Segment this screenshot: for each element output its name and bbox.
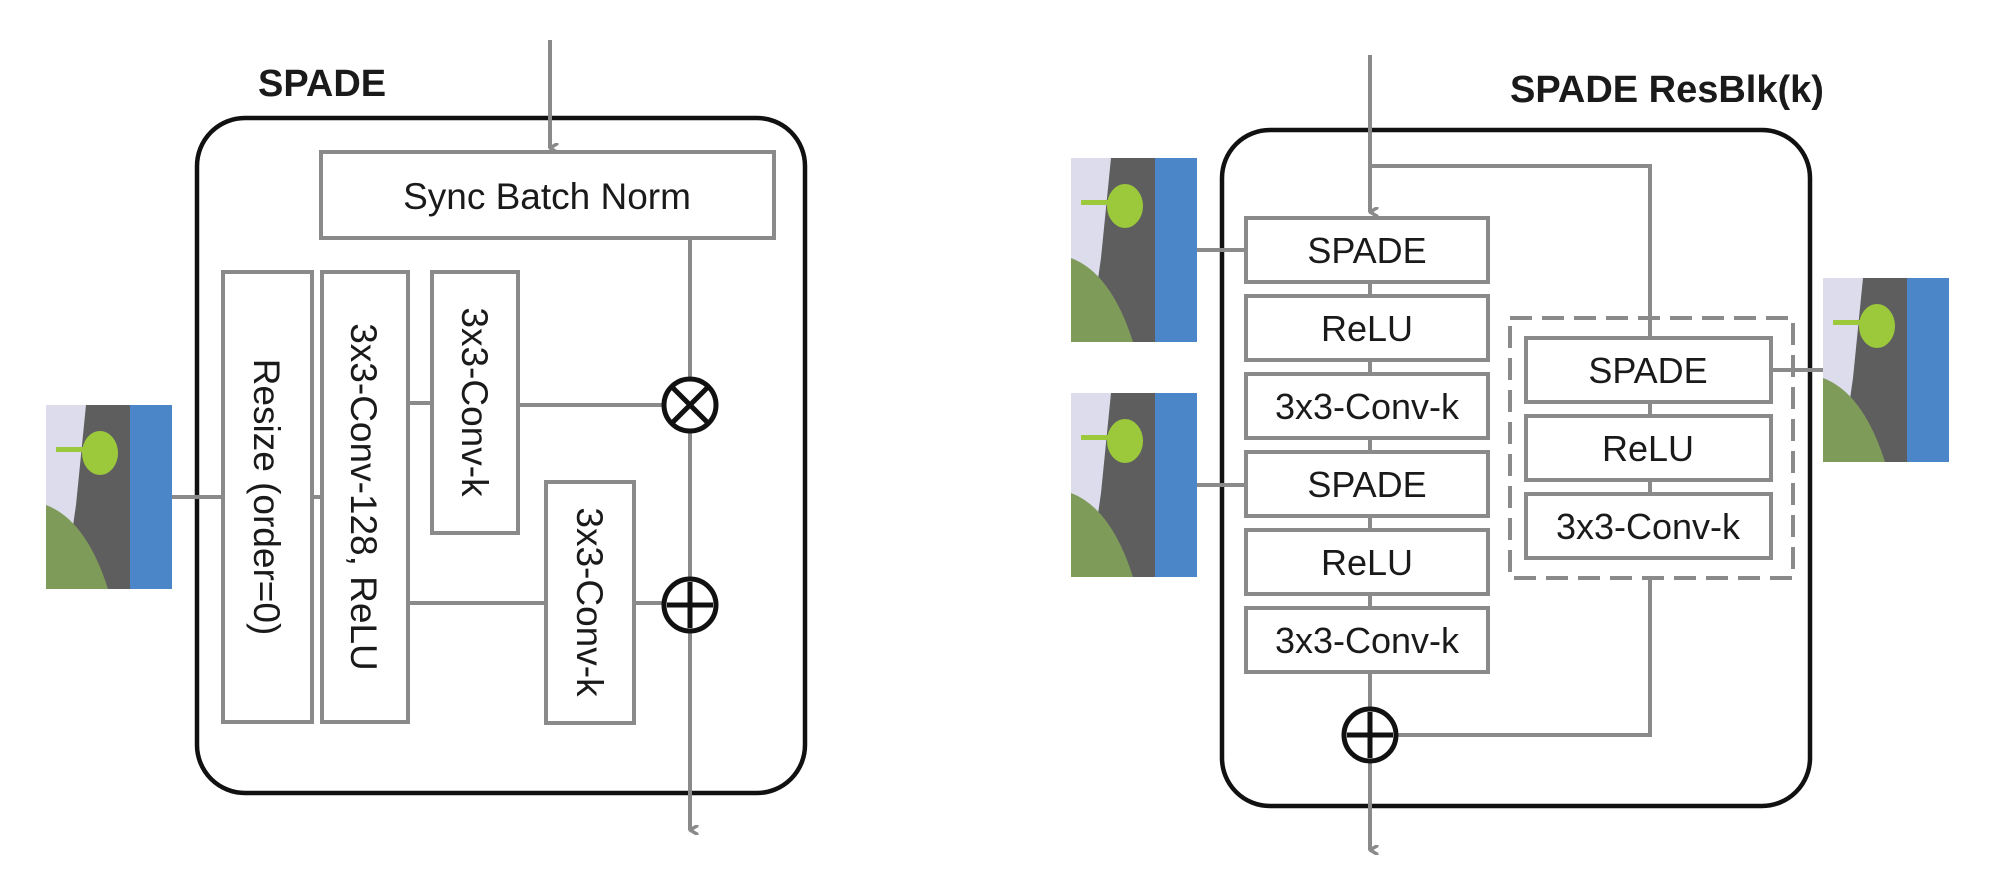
resblk-add-op-icon	[1341, 706, 1399, 764]
resblk-segmap-image	[1823, 278, 1949, 462]
main-relu-2-label: ReLU	[1321, 542, 1413, 583]
main-spade-2-label: SPADE	[1307, 464, 1426, 505]
main-spade-2-box	[1244, 450, 1490, 518]
resblk-frame	[1219, 127, 1813, 809]
main-relu-1-box	[1244, 294, 1490, 362]
main-relu-2-box	[1244, 528, 1490, 596]
resize-box	[221, 270, 314, 724]
spade-title: SPADE	[258, 63, 386, 105]
resblk-title: SPADE ResBlk(k)	[1510, 69, 1824, 111]
shortcut-conv-box	[1524, 492, 1773, 560]
conv128-relu-box	[320, 270, 410, 724]
spade-resblk-module: SPADE ResBlk(k) SPADE ReLU 3x3-Conv-k	[1071, 55, 1949, 850]
conv-beta-label: 3x3-Conv-k	[569, 507, 610, 697]
shortcut-conv-label: 3x3-Conv-k	[1556, 506, 1741, 547]
spade-module: SPADE Sync Batch Norm Resize (order=0) 3…	[46, 40, 808, 830]
shortcut-dashed-box	[1508, 316, 1795, 580]
add-op-icon	[661, 576, 719, 634]
spade-frame	[194, 115, 808, 796]
shortcut-spade-label: SPADE	[1588, 350, 1707, 391]
multiply-op-icon	[661, 376, 719, 434]
main-relu-1-label: ReLU	[1321, 308, 1413, 349]
sync-batch-norm-label: Sync Batch Norm	[403, 176, 691, 217]
conv-gamma-label: 3x3-Conv-k	[454, 307, 495, 497]
resize-label: Resize (order=0)	[246, 359, 287, 636]
main-conv-2-label: 3x3-Conv-k	[1275, 620, 1460, 661]
shortcut-relu-label: ReLU	[1602, 428, 1694, 469]
resblk-segmap-image	[1071, 158, 1197, 342]
spade-segmap-image	[46, 405, 172, 589]
shortcut-spade-box	[1524, 336, 1773, 404]
resblk-segmap-image	[1071, 393, 1197, 577]
main-conv-2-box	[1244, 606, 1490, 674]
main-conv-1-box	[1244, 372, 1490, 440]
main-conv-1-label: 3x3-Conv-k	[1275, 386, 1460, 427]
conv-beta-box	[544, 480, 636, 725]
main-spade-1-box	[1244, 216, 1490, 284]
shortcut-branch-line	[1370, 164, 1652, 342]
conv-gamma-box	[430, 270, 520, 535]
main-spade-1-label: SPADE	[1307, 230, 1426, 271]
shortcut-relu-box	[1524, 414, 1773, 482]
sync-batch-norm-box	[319, 150, 776, 240]
shortcut-merge-line	[1398, 578, 1652, 737]
conv128-relu-label: 3x3-Conv-128, ReLU	[343, 323, 384, 671]
